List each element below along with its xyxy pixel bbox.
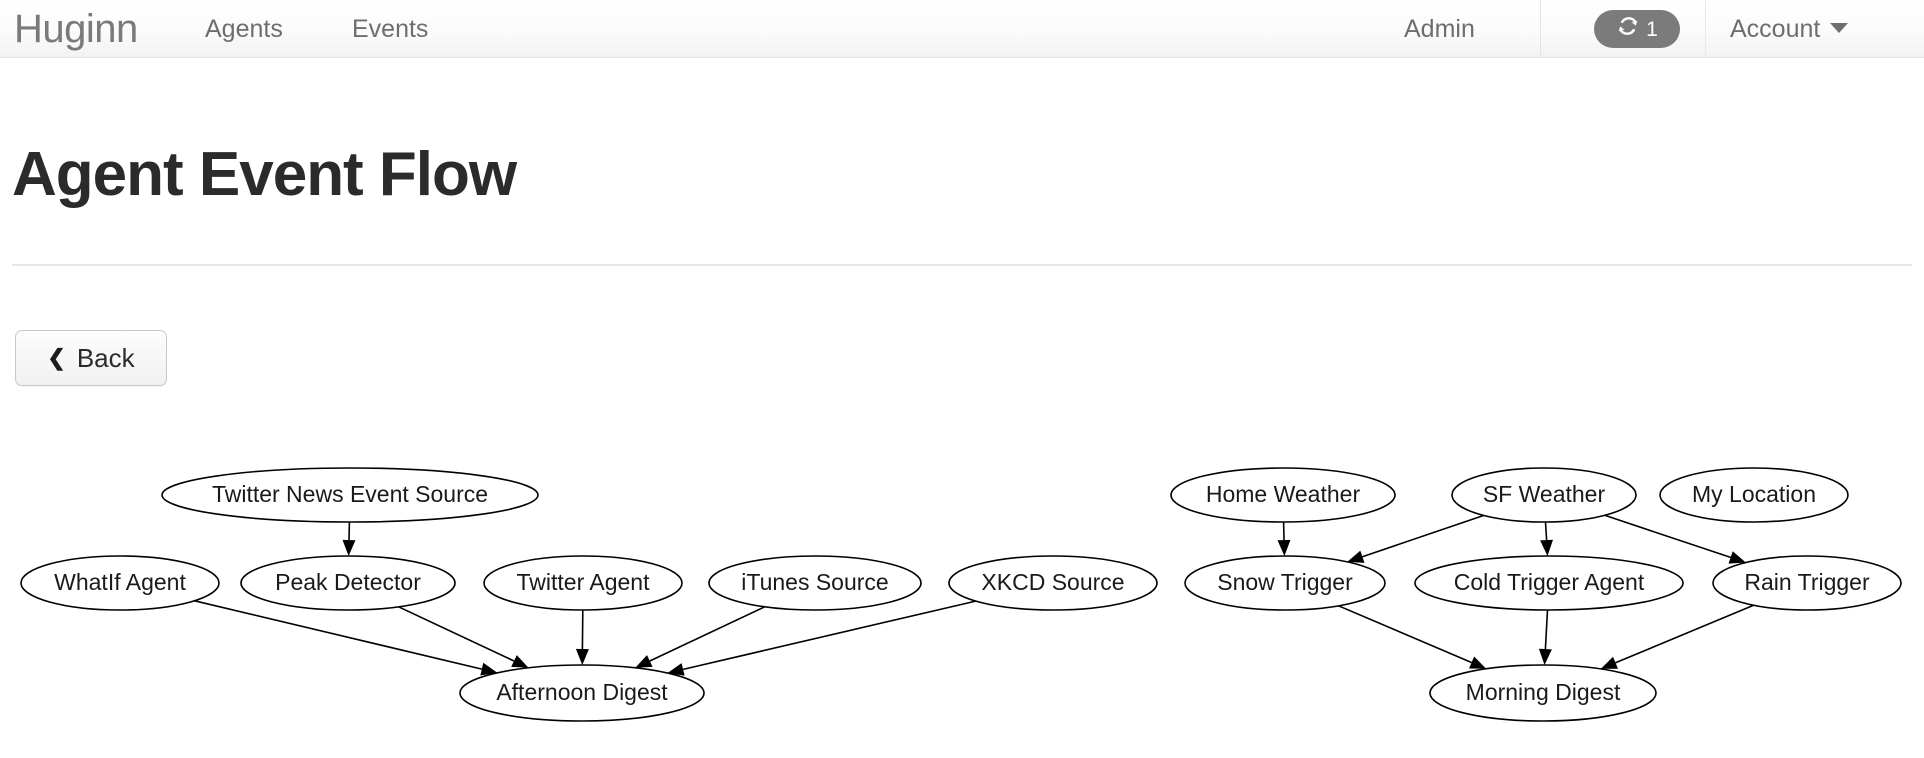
- graph-edge-arrowhead: [635, 655, 652, 668]
- navbar-divider-right: [1705, 0, 1706, 58]
- title-divider: [12, 264, 1912, 266]
- graph-edge-arrowhead: [1601, 657, 1618, 669]
- graph-edge: [1545, 610, 1547, 649]
- node-label: Afternoon Digest: [496, 679, 668, 705]
- worker-count: 1: [1646, 19, 1658, 40]
- nav-account-dropdown[interactable]: Account: [1730, 0, 1848, 58]
- graph-edge-arrowhead: [1469, 657, 1486, 669]
- graph-edge: [1339, 606, 1472, 663]
- navbar-divider-left: [1540, 0, 1541, 58]
- node-label: Twitter News Event Source: [212, 481, 488, 507]
- graph-edge-arrowhead: [1729, 551, 1746, 563]
- node-label: WhatIf Agent: [54, 569, 186, 595]
- back-button-label: Back: [77, 343, 135, 374]
- node-label: iTunes Source: [741, 569, 888, 595]
- graph-edge-arrowhead: [1540, 540, 1553, 556]
- page-title: Agent Event Flow: [12, 144, 516, 206]
- back-button[interactable]: ❮ Back: [15, 330, 167, 386]
- graph-edge: [683, 601, 976, 669]
- chevron-down-icon: [1830, 23, 1848, 33]
- nav-link-admin[interactable]: Admin: [1404, 0, 1475, 58]
- graph-edge: [1616, 605, 1754, 663]
- nav-account-label: Account: [1730, 15, 1820, 43]
- node-label: Rain Trigger: [1744, 569, 1870, 595]
- chevron-left-icon: ❮: [47, 347, 65, 369]
- graph-edge-arrowhead: [511, 655, 528, 668]
- brand-logo[interactable]: Huginn: [14, 2, 138, 56]
- node-label: Twitter Agent: [517, 569, 651, 595]
- graph-node-snow-trigger[interactable]: Snow Trigger: [1185, 556, 1385, 610]
- graph-node-home-weather[interactable]: Home Weather: [1171, 468, 1395, 522]
- graph-node-peak-detector[interactable]: Peak Detector: [241, 556, 455, 610]
- graph-edge-arrowhead: [343, 540, 356, 556]
- node-label: Snow Trigger: [1217, 569, 1353, 595]
- node-label: My Location: [1692, 481, 1816, 507]
- nav-link-events[interactable]: Events: [352, 0, 428, 58]
- graph-edge-arrowhead: [1278, 540, 1291, 556]
- graph-node-itunes-source[interactable]: iTunes Source: [709, 556, 921, 610]
- node-label: Cold Trigger Agent: [1454, 569, 1645, 595]
- graph-node-morning-digest[interactable]: Morning Digest: [1430, 665, 1656, 721]
- graph-edge: [1605, 515, 1731, 557]
- node-label: SF Weather: [1483, 481, 1606, 507]
- graph-edge: [195, 601, 482, 669]
- sync-icon: [1616, 14, 1640, 44]
- graph-node-afternoon-digest[interactable]: Afternoon Digest: [460, 665, 704, 721]
- node-label: Home Weather: [1206, 481, 1361, 507]
- graph-edge-arrowhead: [576, 649, 589, 665]
- node-label: Morning Digest: [1466, 679, 1621, 705]
- graph-node-twitter-agent[interactable]: Twitter Agent: [484, 556, 682, 610]
- graph-edge: [1546, 522, 1547, 540]
- worker-status-badge[interactable]: 1: [1594, 10, 1680, 48]
- graph-edge: [650, 607, 765, 661]
- navbar: Huginn Agents Events Admin 1 Account: [0, 0, 1924, 58]
- nav-link-agents[interactable]: Agents: [205, 0, 283, 58]
- node-label: XKCD Source: [981, 569, 1124, 595]
- graph-node-sf-weather[interactable]: SF Weather: [1452, 468, 1636, 522]
- graph-edge: [1362, 515, 1484, 556]
- graph-node-whatif-agent[interactable]: WhatIf Agent: [21, 556, 219, 610]
- graph-edge-arrowhead: [1347, 551, 1364, 563]
- graph-node-my-location[interactable]: My Location: [1660, 468, 1848, 522]
- graph-node-twitter-news-event-source[interactable]: Twitter News Event Source: [162, 468, 538, 522]
- graph-node-cold-trigger-agent[interactable]: Cold Trigger Agent: [1415, 556, 1683, 610]
- graph-node-rain-trigger[interactable]: Rain Trigger: [1713, 556, 1901, 610]
- node-label: Peak Detector: [275, 569, 421, 595]
- graph-node-xkcd-source[interactable]: XKCD Source: [949, 556, 1157, 610]
- graph-edge-arrowhead: [1539, 649, 1552, 665]
